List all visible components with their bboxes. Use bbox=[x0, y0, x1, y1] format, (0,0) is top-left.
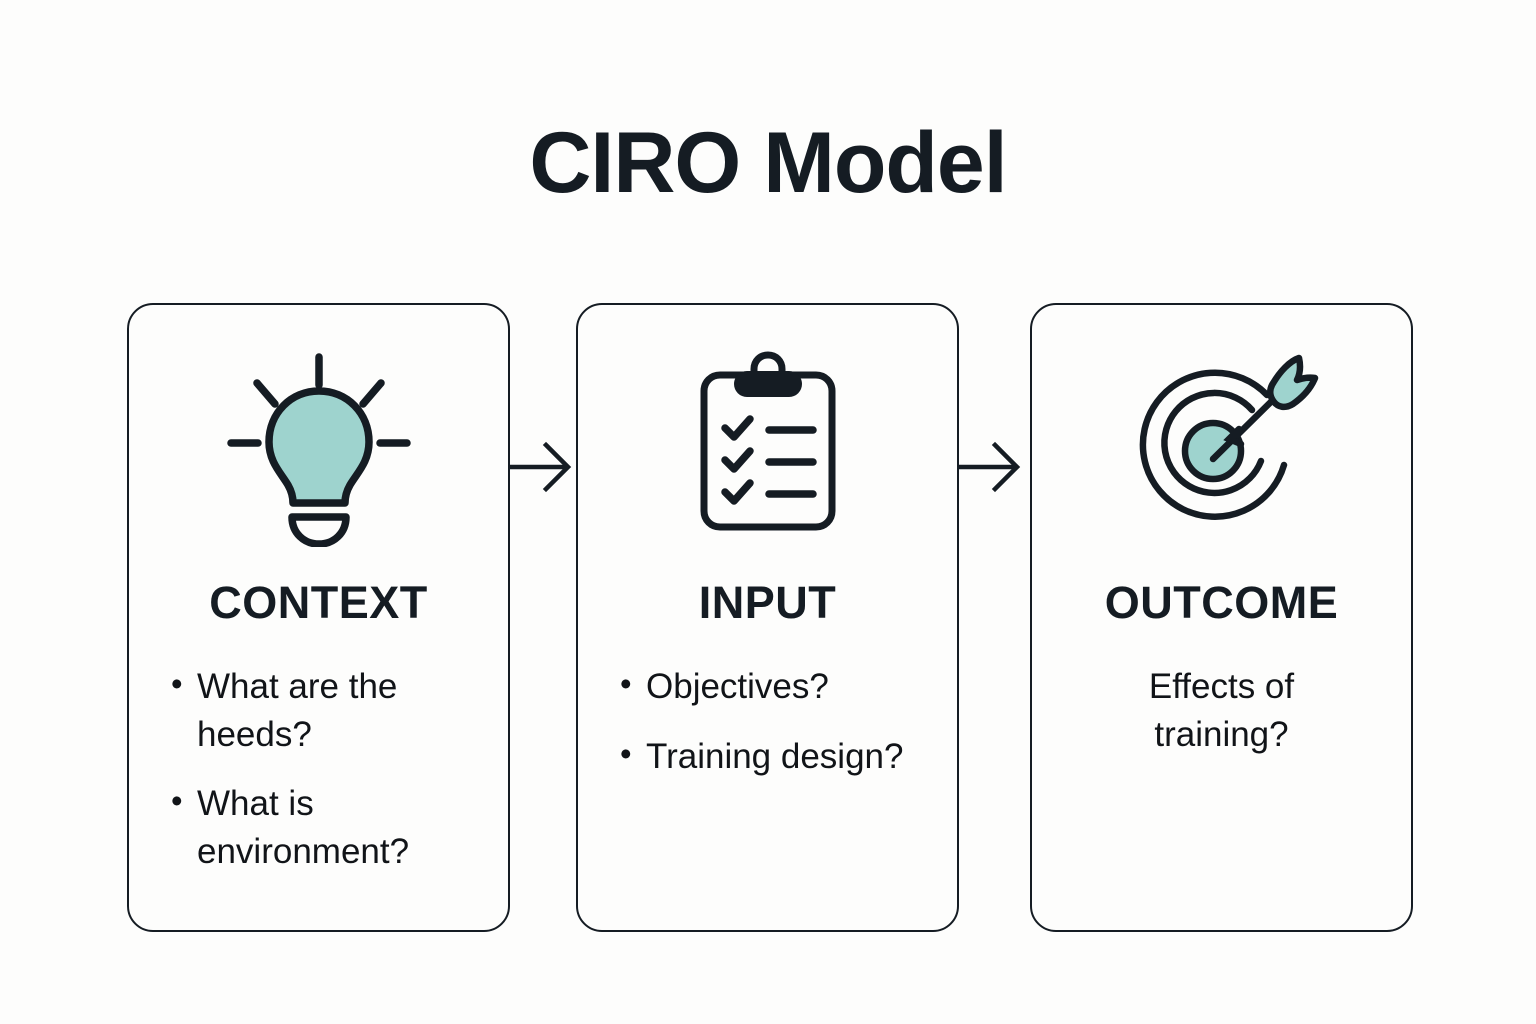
card-body-input: Objectives? Training design? bbox=[578, 662, 957, 802]
card-body-outcome: Effects of training? bbox=[1032, 663, 1411, 758]
card-context[interactable]: CONTEXT What are the heeds? What is envi… bbox=[127, 303, 510, 932]
lightbulb-icon bbox=[129, 343, 508, 551]
arrow-right-icon-context-to-input bbox=[507, 432, 578, 502]
clipboard-checklist-icon bbox=[578, 343, 957, 551]
card-body-context: What are the heeds? What is environment? bbox=[129, 662, 508, 897]
card-heading-input: INPUT bbox=[698, 577, 837, 628]
card-heading-outcome: OUTCOME bbox=[1104, 577, 1339, 628]
list-item: Objectives? bbox=[616, 662, 939, 711]
card-input[interactable]: INPUT Objectives? Training design? bbox=[576, 303, 959, 932]
list-item: What is environment? bbox=[167, 779, 490, 875]
list-item: What are the heeds? bbox=[167, 662, 490, 758]
card-outcome[interactable]: OUTCOME Effects of training? bbox=[1030, 303, 1413, 932]
bullet-list-context: What are the heeds? What is environment? bbox=[167, 662, 490, 875]
arrow-right-icon-input-to-outcome bbox=[956, 432, 1027, 502]
outcome-text: Effects of training? bbox=[1148, 667, 1295, 754]
bullet-list-input: Objectives? Training design? bbox=[616, 662, 939, 781]
target-arrow-icon bbox=[1032, 343, 1411, 551]
card-heading-context: CONTEXT bbox=[209, 577, 428, 628]
page-title: CIRO Model bbox=[529, 115, 1007, 211]
list-item: Training design? bbox=[616, 732, 939, 781]
